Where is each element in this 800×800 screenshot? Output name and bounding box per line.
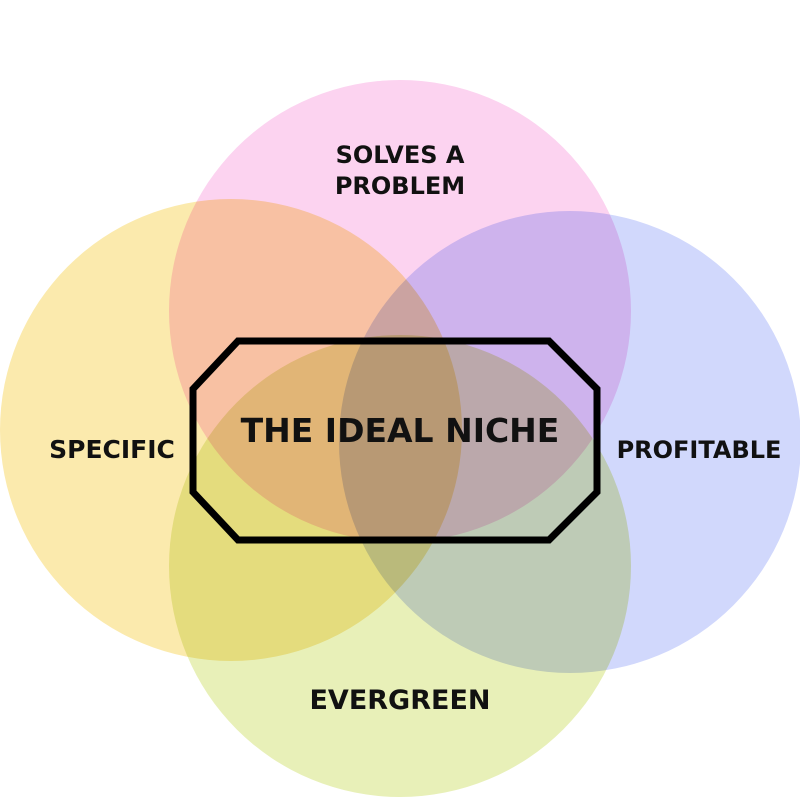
label-solves-a-problem-line2: PROBLEM (335, 172, 465, 200)
label-specific: SPECIFIC (49, 435, 175, 464)
label-profitable: PROFITABLE (617, 436, 782, 464)
circles-group (0, 80, 800, 797)
label-solves-a-problem-line1: SOLVES A (336, 141, 465, 169)
ideal-niche-frame (189, 337, 601, 544)
center-label: THE IDEAL NICHE (241, 411, 560, 450)
circle-evergreen (169, 335, 631, 797)
label-evergreen: EVERGREEN (309, 685, 490, 716)
